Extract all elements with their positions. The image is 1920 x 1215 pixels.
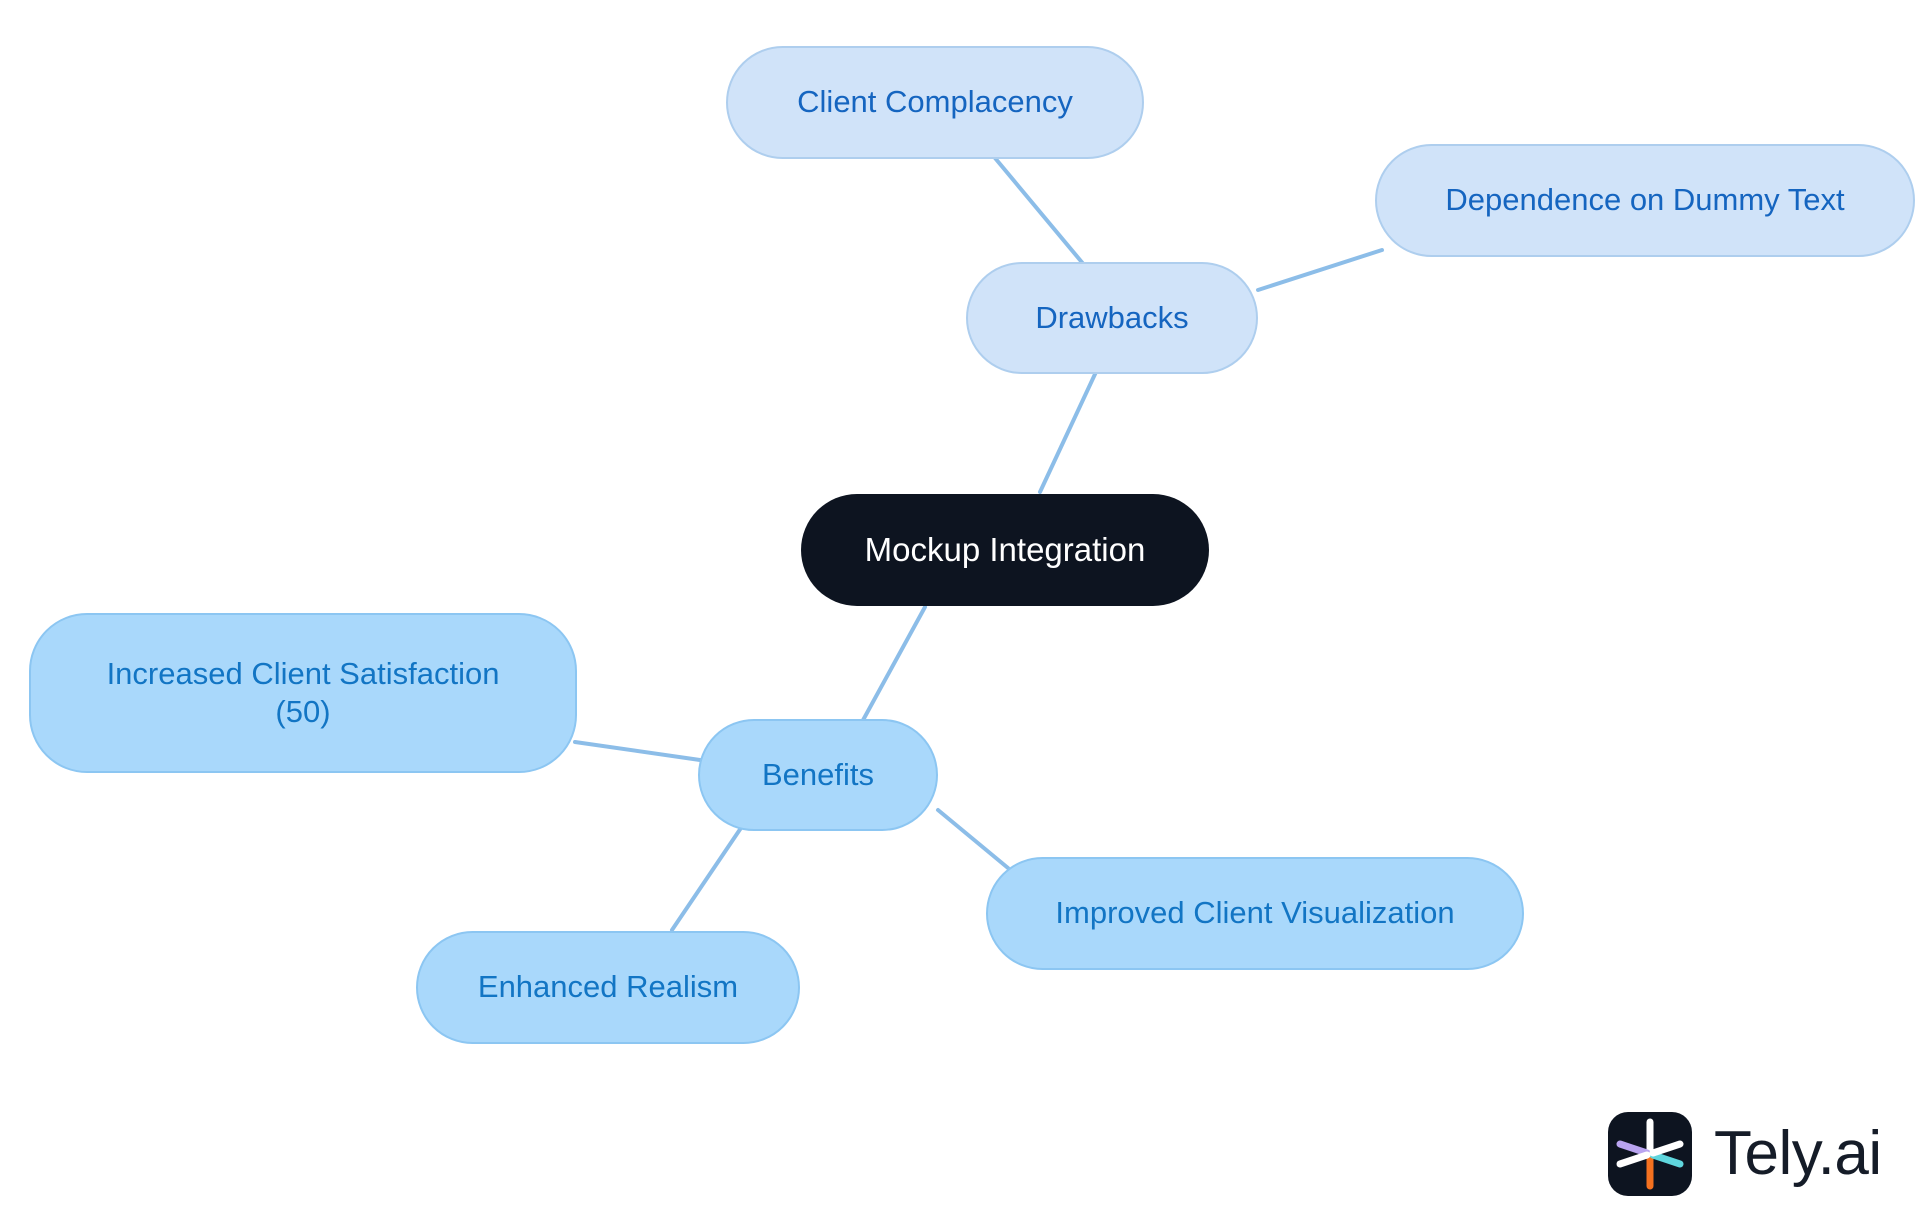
edge-drawbacks-to-complacency bbox=[993, 156, 1087, 268]
mindmap-node-satisfaction[interactable]: Increased Client Satisfaction (50) bbox=[29, 613, 577, 773]
mindmap-node-dummytext[interactable]: Dependence on Dummy Text bbox=[1375, 143, 1915, 257]
mindmap-node-label: Improved Client Visualization bbox=[1055, 895, 1455, 931]
mindmap-node-drawbacks[interactable]: Drawbacks bbox=[966, 262, 1258, 374]
edge-root-to-drawbacks bbox=[1038, 370, 1098, 494]
mindmap-node-realism[interactable]: Enhanced Realism bbox=[416, 930, 800, 1044]
edge-benefits-to-realism bbox=[670, 820, 747, 932]
tely-ai-logo-mark bbox=[1608, 1112, 1692, 1196]
mindmap-node-root[interactable]: Mockup Integration bbox=[801, 494, 1209, 606]
mindmap-node-label: Dependence on Dummy Text bbox=[1445, 182, 1845, 218]
mindmap-node-label: Client Complacency bbox=[797, 84, 1073, 120]
mindmap-node-label: Drawbacks bbox=[1035, 300, 1189, 336]
mindmap-node-label: Increased Client Satisfaction (50) bbox=[106, 656, 500, 729]
mindmap-node-complacency[interactable]: Client Complacency bbox=[726, 45, 1144, 159]
edge-benefits-to-satisfaction bbox=[573, 740, 702, 762]
edge-drawbacks-to-dummytext bbox=[1256, 248, 1384, 292]
starburst-icon bbox=[1616, 1118, 1684, 1190]
tely-ai-logo: Tely.ai bbox=[1608, 1112, 1882, 1196]
tely-ai-wordmark: Tely.ai bbox=[1714, 1119, 1882, 1188]
edge-benefits-to-visualization bbox=[936, 808, 1010, 870]
mindmap-node-label: Benefits bbox=[761, 757, 874, 793]
mindmap-node-benefits[interactable]: Benefits bbox=[698, 719, 938, 831]
mindmap-node-label: Mockup Integration bbox=[864, 530, 1146, 568]
mindmap-node-label: Enhanced Realism bbox=[477, 969, 739, 1005]
mindmap-node-visualization[interactable]: Improved Client Visualization bbox=[986, 856, 1524, 970]
edge-root-to-benefits bbox=[860, 605, 927, 724]
